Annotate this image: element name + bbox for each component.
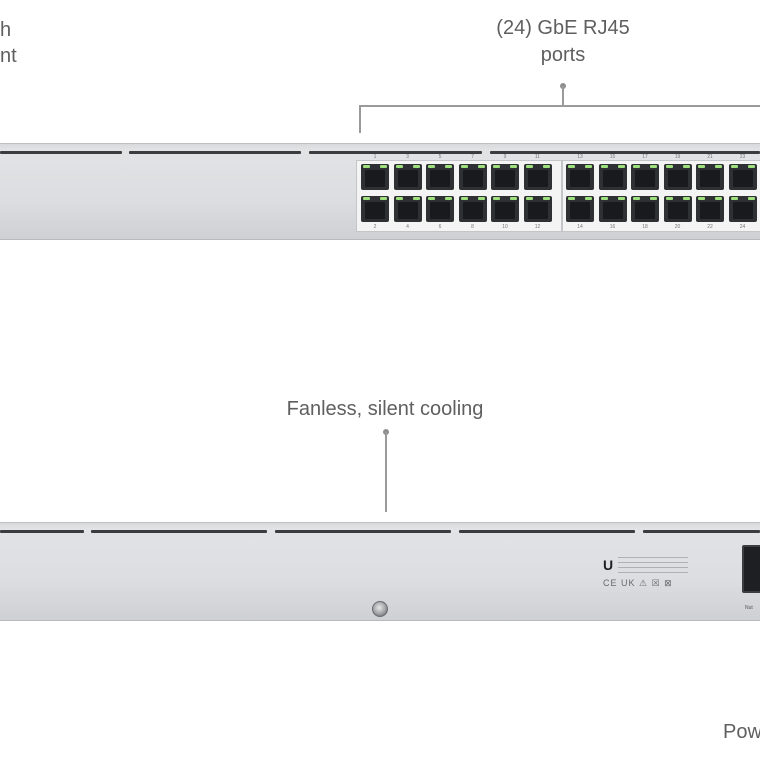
port-number-label: 4 <box>406 224 409 230</box>
port-number-label: 7 <box>471 154 474 160</box>
cooling-callout-label: Fanless, silent cooling <box>286 398 484 420</box>
switch-rear-panel: U CE UK ⚠ ☒ ⊠ Nut <box>0 522 760 621</box>
rj45-port <box>361 164 389 190</box>
port-number-label: 3 <box>406 154 409 160</box>
front-vent <box>129 151 301 154</box>
ground-screw-icon <box>372 601 388 617</box>
rj45-port <box>598 164 627 190</box>
callout-left-label-line1: h <box>0 19 12 41</box>
front-vent <box>0 151 122 154</box>
port-number-label: 5 <box>438 154 442 160</box>
rj45-port <box>728 196 757 222</box>
cooling-callout-stem <box>385 432 387 512</box>
ports-callout-line2: ports <box>540 44 586 66</box>
port-number-label: 20 <box>674 224 681 230</box>
rj45-port <box>728 164 757 190</box>
rj45-port <box>566 196 594 222</box>
rj45-port <box>523 164 552 190</box>
brand-logo-icon: U <box>603 557 614 573</box>
port-number-label: 15 <box>609 154 616 160</box>
port-number-label: 17 <box>642 154 648 160</box>
power-port-label: Nut <box>745 605 753 611</box>
ports-callout-stem <box>562 86 564 106</box>
port-number-label: 14 <box>577 224 583 230</box>
rj45-port <box>491 196 519 222</box>
front-vent <box>309 151 482 154</box>
port-number-label: 2 <box>373 224 377 230</box>
rj45-port <box>631 164 659 190</box>
rj45-port <box>361 196 389 222</box>
port-number-label: 13 <box>577 154 583 160</box>
port-number-label: 18 <box>642 224 648 230</box>
front-vent <box>490 151 760 154</box>
rj45-port <box>426 164 454 190</box>
rj45-port <box>663 196 692 222</box>
callout-left-label-line2: nt <box>0 45 17 67</box>
ports-callout-line1: (24) GbE RJ45 <box>496 17 630 39</box>
rj45-port <box>566 164 594 190</box>
rear-vent <box>0 530 84 533</box>
ports-callout-bracket-left <box>359 105 361 133</box>
rj45-port <box>523 196 552 222</box>
rj45-port <box>426 196 454 222</box>
rj45-port <box>393 196 422 222</box>
port-block-right <box>562 160 760 232</box>
certification-marks: CE UK ⚠ ☒ ⊠ <box>603 578 673 588</box>
rj45-port <box>696 196 724 222</box>
rear-vent <box>275 530 451 533</box>
port-number-label: 10 <box>502 224 508 230</box>
port-number-label: 9 <box>503 154 507 160</box>
port-number-label: 19 <box>674 154 681 160</box>
port-number-label: 22 <box>707 224 713 230</box>
rear-vent <box>91 530 267 533</box>
rj45-port <box>393 164 422 190</box>
port-number-label: 16 <box>609 224 616 230</box>
ports-callout-bracket-h <box>359 105 760 107</box>
rj45-port <box>598 196 627 222</box>
rj45-port <box>696 164 724 190</box>
rear-vent <box>643 530 760 533</box>
port-number-label: 23 <box>739 154 746 160</box>
rear-vent <box>459 530 635 533</box>
port-number-label: 1 <box>373 154 377 160</box>
port-number-label: 12 <box>534 224 541 230</box>
power-callout-label: Pow <box>723 721 760 743</box>
rj45-port <box>663 164 692 190</box>
rear-fineprint <box>618 557 688 577</box>
rj45-port <box>458 196 487 222</box>
port-number-label: 24 <box>739 224 746 230</box>
port-number-label: 8 <box>471 224 474 230</box>
port-number-label: 6 <box>438 224 442 230</box>
port-number-label: 11 <box>534 154 541 160</box>
rj45-port <box>458 164 487 190</box>
rj45-port <box>631 196 659 222</box>
power-inlet <box>742 545 760 593</box>
rj45-port <box>491 164 519 190</box>
port-number-label: 21 <box>707 154 713 160</box>
